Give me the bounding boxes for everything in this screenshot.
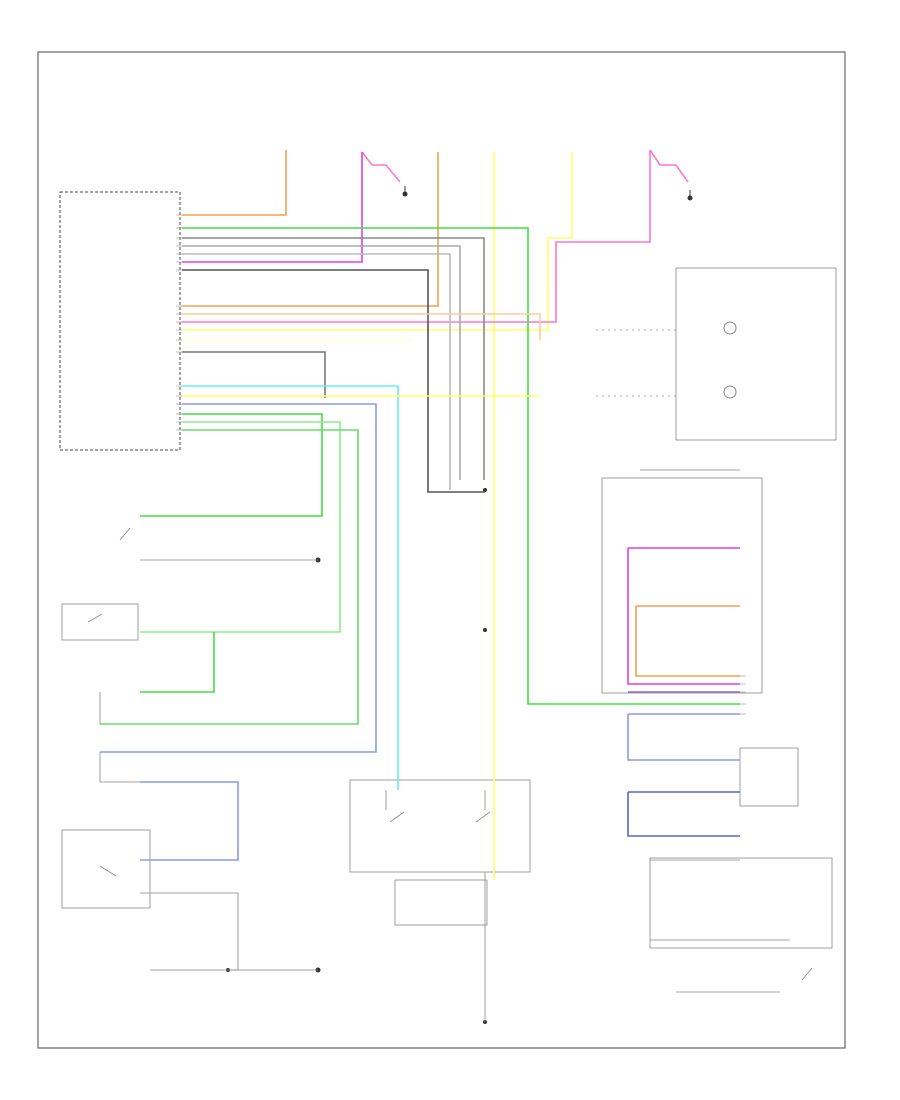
wire-pink-ground [361, 151, 401, 183]
data-link-connector-box [601, 477, 763, 694]
wire-gray-ground-4 [182, 351, 326, 398]
ground-symbol-1 [402, 186, 408, 197]
ignition-switch-icon [119, 527, 131, 541]
wire-light-blue-key [140, 781, 239, 861]
splice-box [394, 879, 488, 926]
door-jamb-switch-right-icon [475, 811, 491, 823]
wire-orange-battery [182, 150, 287, 216]
splice-point-2 [483, 628, 487, 632]
wire-light-blue [100, 403, 377, 753]
left-ip-junction-box [739, 747, 799, 807]
ground-symbol-2 [687, 190, 693, 201]
turn-signal-switch-box [675, 267, 837, 441]
wire-dark-gray-ground [182, 269, 485, 493]
wire-orange-dlc [635, 606, 740, 677]
wire-gray-ground-1 [182, 237, 485, 480]
park-brake-switch-box [61, 603, 139, 641]
seat-belt-box [649, 857, 833, 949]
left-turn-lamp-icon [723, 321, 737, 335]
wire-green-park [100, 429, 359, 725]
body-control-module-box [59, 191, 181, 451]
park-brake-switch-icon [87, 613, 103, 623]
door-jamb-switch-box [349, 779, 531, 873]
wire-light-blue-ip [627, 714, 740, 761]
wire-pink-ground-2 [649, 149, 689, 183]
wire-green-class2 [182, 227, 740, 705]
wire-gray-ground-3 [182, 253, 451, 490]
diagram-frame [37, 51, 846, 1049]
wire-key-ground [140, 892, 239, 971]
wire-blue-ip [627, 792, 740, 837]
wire-gray-ground-2 [182, 245, 461, 480]
right-turn-lamp-icon [723, 385, 737, 399]
wire-link-2 [99, 752, 140, 783]
wire-magenta-ignition [182, 152, 363, 263]
key-in-ignition-switch-box [61, 829, 151, 909]
splice-point-1 [483, 488, 487, 492]
seat-belt-switch-icon [801, 967, 813, 981]
wire-peach-battery [182, 313, 541, 340]
key-switch-icon [99, 865, 117, 877]
wire-green-brake-return [140, 632, 215, 693]
wire-orange-battery-2 [182, 152, 439, 307]
wire-green-switch [140, 413, 323, 517]
wire-magenta-dlc [627, 548, 740, 685]
bcm-pin-markers [176, 214, 182, 431]
wire-light-green-brake [140, 421, 341, 633]
dlc-pin-markers [740, 675, 746, 715]
wire-pink-run [182, 150, 651, 323]
door-jamb-switch-left-icon [389, 811, 405, 823]
wire-yellow-accessory [182, 152, 573, 331]
wire-cyan-trunk [182, 385, 399, 790]
